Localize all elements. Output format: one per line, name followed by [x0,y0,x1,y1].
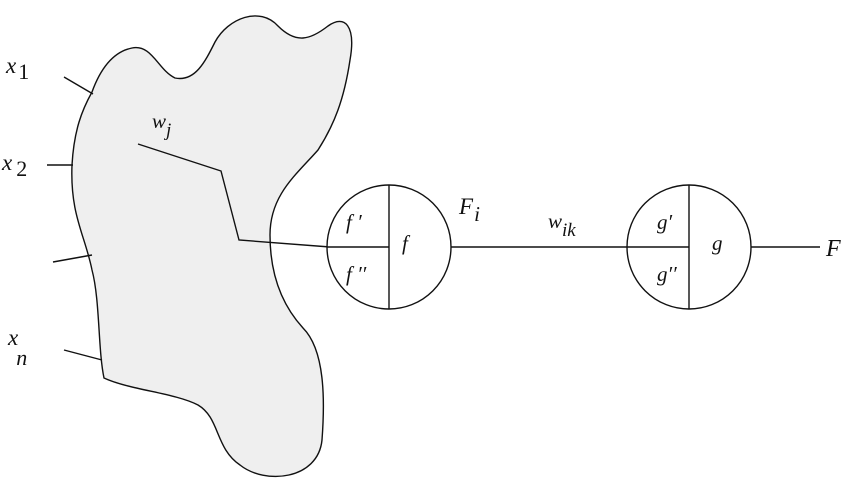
label-wj: wj [152,109,171,141]
input-line-xn [63,349,103,361]
node-g-function: g [712,231,723,255]
label-wik: wik [548,209,576,241]
weight-path-wj [137,143,331,248]
node-g-first-derivative: g′ [657,210,673,234]
network-blob [71,15,353,477]
input-line-x1 [63,76,94,95]
label-x1: x1 [5,53,29,84]
input-line-x3 [52,254,93,263]
node-g: g′ g′′ g [626,184,752,310]
node-f: f ′ f ′′ f [326,184,452,310]
node-g-second-derivative: g′′ [657,262,677,286]
label-Fi: Fi [458,194,480,226]
node-f-second-derivative: f ′′ [346,262,367,286]
node-f-function: f [402,231,411,255]
label-F-output: F [825,236,841,262]
node-f-first-derivative: f ′ [346,210,362,234]
